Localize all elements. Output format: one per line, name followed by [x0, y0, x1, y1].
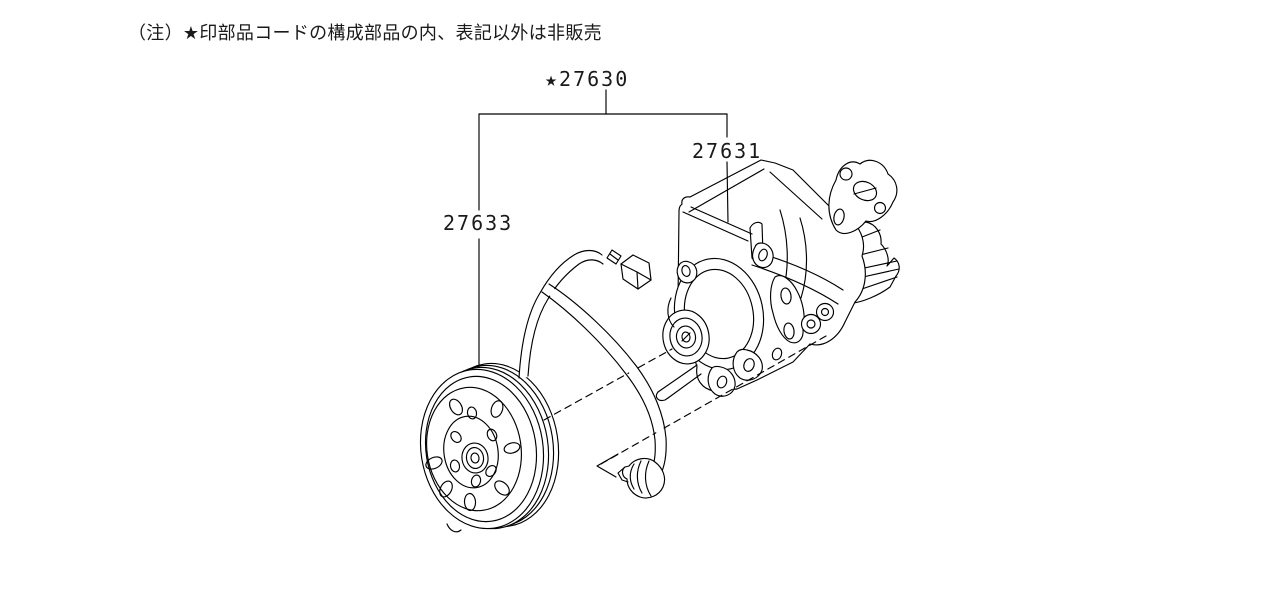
clutch-plate	[426, 386, 522, 512]
clutch-pulley-drawing[interactable]	[409, 354, 570, 537]
rear-mount-arm	[769, 275, 805, 344]
plate-hole	[450, 430, 462, 444]
keyway-notch	[446, 523, 462, 533]
leader-27631-lower	[726, 161, 729, 223]
mount-ear-hole	[758, 248, 768, 262]
part-label-27633[interactable]: 27633	[443, 211, 514, 235]
clutch-hub-ring	[461, 442, 489, 474]
housing-arc	[667, 297, 675, 328]
bottom-lug-hole	[716, 375, 728, 389]
assembly-dashed-lines	[543, 335, 827, 478]
thermal-switch	[621, 457, 666, 499]
flange-bolt-hole	[873, 201, 887, 215]
plate-slot	[463, 492, 477, 512]
clutch-harness-drawing[interactable]	[518, 249, 667, 499]
watermark-dot	[655, 588, 659, 592]
plate-hole	[449, 459, 461, 473]
compressor-body-drawing[interactable]	[655, 159, 900, 402]
bottom-lug	[707, 365, 736, 397]
flange-side-hole	[833, 208, 845, 226]
mount-ear-hole	[681, 265, 691, 277]
assembly-axis-line	[600, 335, 827, 465]
assembly-axis-line	[543, 348, 673, 421]
bracket-flap-line	[667, 373, 702, 399]
part-label-27631[interactable]: 27631	[692, 139, 763, 163]
thermal-switch-rib	[636, 460, 643, 494]
plate-slot	[490, 400, 504, 418]
plate-slot	[448, 398, 464, 416]
plate-hole	[470, 474, 482, 488]
connector-facet-line	[636, 271, 639, 290]
bolt-boss-hole	[806, 319, 816, 329]
plate-slot	[494, 480, 510, 496]
bracket-flap-line	[655, 391, 669, 402]
body-bevel-line	[690, 206, 753, 235]
clutch-hub-center	[470, 452, 480, 464]
wire-body	[519, 250, 606, 378]
bottom-lug	[732, 348, 763, 381]
plate-slot	[425, 456, 443, 470]
plate-hole	[485, 464, 497, 478]
plate-hole	[486, 428, 498, 442]
plate-slot	[503, 442, 521, 454]
arm-hole	[783, 322, 795, 340]
bracket-flap-line	[657, 364, 698, 393]
arm-hole	[780, 287, 792, 305]
harness-clip-line	[609, 253, 619, 261]
body-bevel-line	[682, 211, 749, 242]
wire-outline	[548, 283, 667, 480]
mount-ear	[752, 242, 774, 269]
wire-outline	[527, 259, 604, 377]
flange-port-slash	[853, 187, 877, 195]
clutch-plate-inner-ring	[443, 415, 499, 489]
bolt-boss	[800, 313, 822, 335]
part-label-27630[interactable]: ★27630	[545, 67, 630, 91]
assembly-arrow	[596, 453, 619, 478]
body-brace-line	[769, 171, 823, 220]
callout-lines	[478, 89, 729, 368]
pulley-front-rim-inner	[424, 375, 538, 523]
bottom-lug-hole	[743, 358, 755, 372]
thermal-switch-tip	[617, 466, 629, 483]
watermark-dot	[499, 586, 503, 590]
thermal-switch-rib	[644, 460, 652, 497]
wire-outline	[541, 291, 656, 473]
clutch-hub-ring	[465, 446, 485, 470]
wire-body	[543, 284, 666, 479]
plate-hole	[466, 406, 478, 420]
shaft-key-mark	[681, 332, 691, 342]
bolt-boss	[815, 302, 835, 322]
bolt-boss-hole	[820, 307, 830, 317]
wire-outline	[518, 249, 603, 379]
note-text: （注）★印部品コードの構成部品の内、表記以外は非販売	[128, 23, 602, 44]
cylinder-seam	[799, 217, 808, 299]
bottom-hole	[771, 347, 783, 361]
thermal-switch-rib	[629, 463, 635, 490]
body-edge-line	[688, 168, 765, 213]
flange-bolt-hole	[839, 167, 853, 181]
waist-line	[751, 264, 839, 305]
plate-slot	[439, 480, 453, 498]
